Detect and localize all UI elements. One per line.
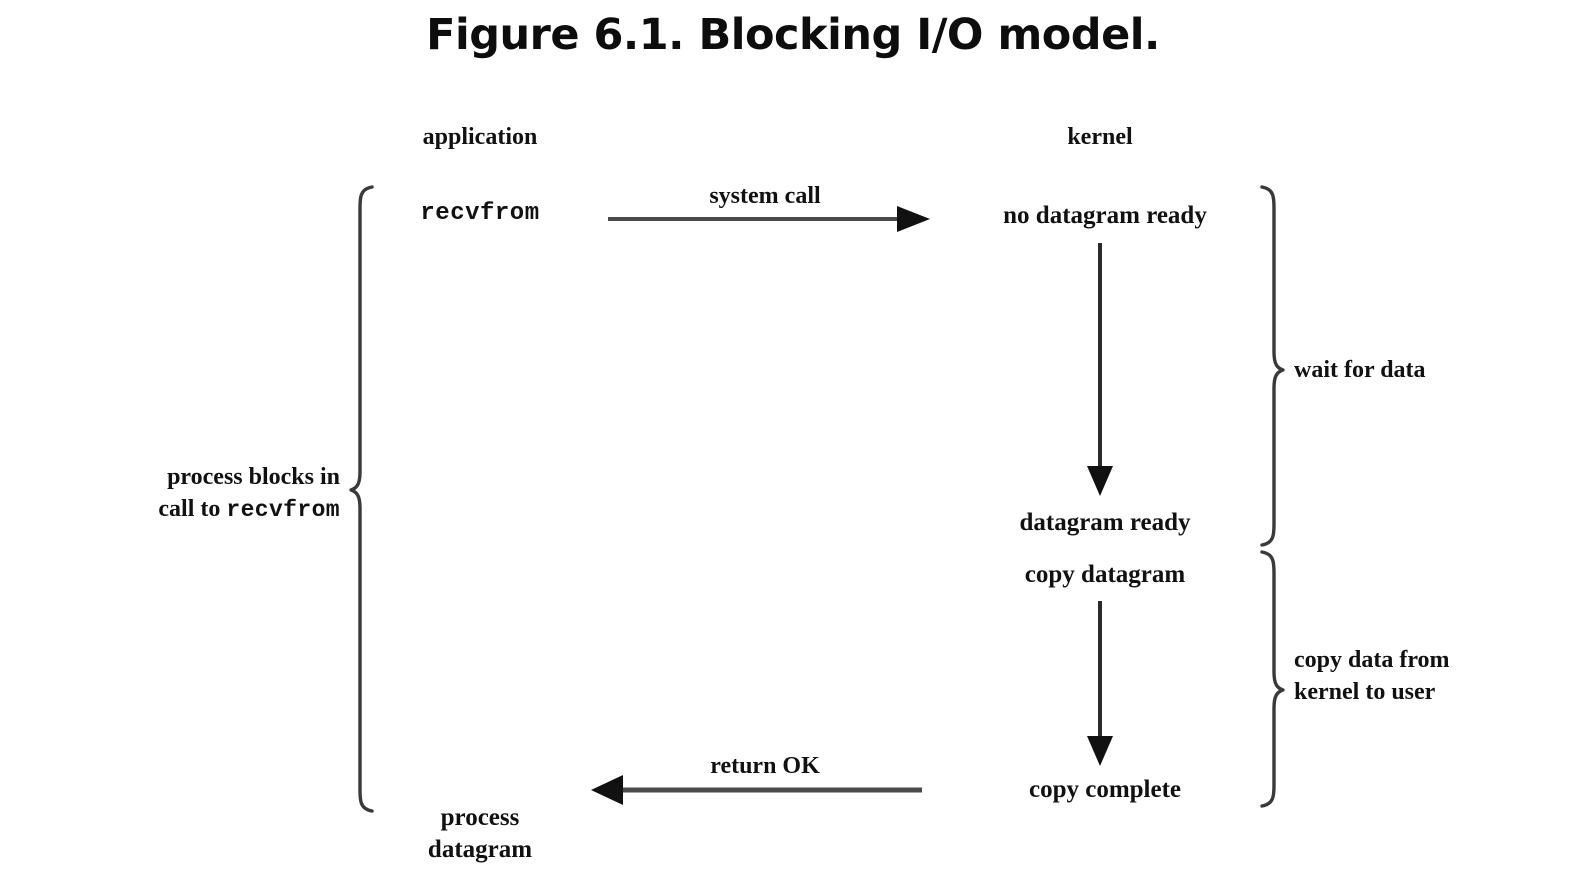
node-no-datagram-ready: no datagram ready bbox=[1003, 202, 1207, 229]
node-datagram-ready: datagram ready bbox=[1019, 509, 1191, 536]
node-process-datagram: process datagram bbox=[380, 802, 580, 866]
arrow-label-return-ok: return OK bbox=[710, 753, 820, 779]
arrow-head-copy bbox=[1087, 736, 1113, 766]
right-brace-wait-for-data bbox=[1260, 185, 1285, 547]
left-brace-label-line1: process blocks in bbox=[167, 464, 340, 490]
right-brace-label-copy-data: copy data from kernel to user bbox=[1294, 645, 1574, 708]
left-brace-label-line2: call to recvfrom bbox=[50, 494, 340, 526]
arrow-head-return-ok bbox=[591, 775, 623, 805]
arrow-label-system-call: system call bbox=[709, 183, 821, 209]
arrow-head-wait bbox=[1087, 466, 1113, 496]
right-brace-label-wait-for-data: wait for data bbox=[1294, 357, 1426, 383]
node-recvfrom: recvfrom bbox=[420, 200, 540, 227]
node-process-datagram-line2: datagram bbox=[427, 836, 533, 863]
right-brace-copy-data bbox=[1260, 550, 1285, 808]
right-brace-label-copy-data-line1: copy data from bbox=[1294, 647, 1450, 673]
right-brace-label-copy-data-line2: kernel to user bbox=[1294, 678, 1436, 705]
column-heading-kernel: kernel bbox=[1067, 124, 1133, 150]
figure-title: Figure 6.1. Blocking I/O model. bbox=[426, 10, 1160, 60]
column-heading-application: application bbox=[422, 124, 538, 150]
left-brace-application bbox=[349, 185, 374, 813]
left-brace-label-line2-prefix: call to bbox=[158, 495, 227, 522]
node-process-datagram-line1: process bbox=[440, 804, 520, 831]
left-brace-label-line2-mono: recvfrom bbox=[226, 496, 340, 523]
node-copy-complete: copy complete bbox=[1028, 776, 1182, 803]
left-brace-label: process blocks in call to recvfrom bbox=[50, 462, 340, 525]
node-copy-datagram: copy datagram bbox=[1024, 561, 1186, 588]
